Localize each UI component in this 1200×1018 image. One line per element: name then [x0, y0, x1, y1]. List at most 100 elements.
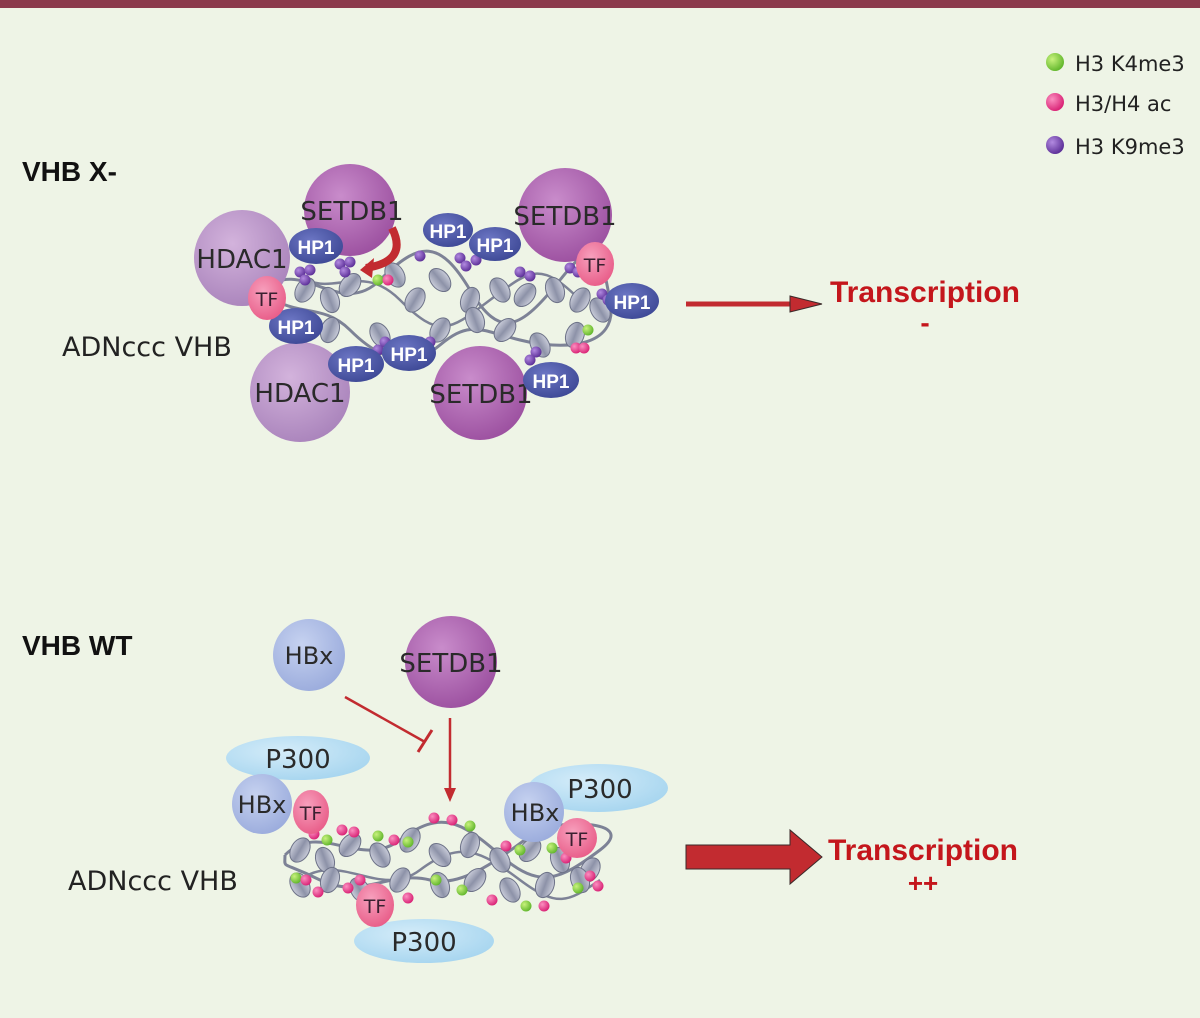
h3k9me3-mark: [524, 354, 536, 366]
inhibition-bar-icon: [416, 729, 434, 753]
h3k9me3-mark: [514, 266, 526, 278]
inhibition-line: [344, 695, 426, 744]
h34ac-mark: [354, 874, 366, 886]
p300-label: P300: [265, 745, 330, 775]
h34ac-mark: [382, 274, 394, 286]
h3k4me3-mark: [290, 872, 302, 884]
hp1-b: HP1: [423, 213, 473, 247]
nucleosome: [489, 277, 511, 303]
hdac1-complex-b: HDAC1: [250, 342, 350, 442]
setdb1-complex-b: SETDB1: [513, 168, 617, 262]
nucleosome: [499, 877, 521, 903]
setdb1-label: SETDB1: [513, 202, 616, 232]
transcription-label: Transcription: [830, 276, 1020, 309]
h3k4me3-mark: [520, 900, 532, 912]
nucleosome: [428, 267, 452, 293]
h3k4me3-mark: [372, 274, 384, 286]
setdb1-label: SETDB1: [399, 649, 502, 679]
legend-item-h34ac: H3/H4 ac: [1046, 92, 1171, 116]
h3k9me3-mark: [339, 266, 351, 278]
dna-label: ADNccc VHB: [62, 332, 232, 363]
p300-a: P300: [226, 736, 370, 780]
nucleosome: [319, 286, 341, 314]
nucleosome: [289, 837, 311, 863]
h34ac-mark: [570, 342, 582, 354]
nucleosome: [493, 317, 517, 343]
hbx-label: HBx: [511, 799, 560, 827]
setdb1-arrow-head-icon: [444, 788, 456, 802]
hp1-label: HP1: [278, 318, 315, 339]
h34ac-mark: [312, 886, 324, 898]
nucleosome: [369, 842, 391, 868]
h34ac-mark: [388, 834, 400, 846]
h3k9me3-mark: [334, 258, 346, 270]
legend: H3 K4me3 H3/H4 ac H3 K9me3: [1046, 52, 1185, 159]
tf-b: TF: [576, 242, 614, 286]
nucleosome: [544, 276, 566, 304]
h3k9me3-mark: [299, 274, 311, 286]
h34ac-mark: [336, 824, 348, 836]
h3k4me3-mark: [464, 820, 476, 832]
nucleosome: [294, 277, 316, 303]
h3k9me3-mark: [414, 250, 426, 262]
h34ac-mark: [300, 874, 312, 886]
tf-a: TF: [248, 276, 286, 320]
hp1-label: HP1: [533, 372, 570, 393]
legend-item-h3k4me3: H3 K4me3: [1046, 52, 1185, 76]
h34ac-mark: [446, 814, 458, 826]
transcription-level: ++: [908, 868, 938, 898]
hp1-label: HP1: [614, 293, 651, 314]
h3k9me3-mark: [460, 260, 472, 272]
legend-label: H3 K9me3: [1075, 135, 1185, 159]
hp1-g: HP1: [523, 362, 579, 398]
panel-title: VHB X-: [22, 156, 117, 187]
hdac1-label: HDAC1: [196, 245, 287, 275]
hbx-label: HBx: [285, 642, 334, 670]
h3k4me3-mark: [582, 324, 594, 336]
panel-hbv-wt: VHB WT ADNccc VHB HBx SETDB1 P300: [22, 616, 1018, 963]
nucleosome: [319, 866, 341, 894]
h34ac-mark: [500, 840, 512, 852]
nucleosome: [459, 831, 481, 859]
top-bar: [0, 0, 1200, 8]
p300-b: P300: [528, 764, 668, 812]
p300-label: P300: [567, 775, 632, 805]
nucleosome: [459, 286, 481, 314]
nucleosome: [464, 306, 486, 334]
nucleosome-group: [294, 262, 611, 358]
h3k9me3-mark: [304, 264, 316, 276]
tf-label: TF: [583, 255, 607, 277]
panel-hbv-x-minus: VHB X- ADNccc VHB HDAC1 HDAC1 SETDB1 SET…: [22, 156, 1020, 442]
h34ac-mark: [538, 900, 550, 912]
nucleosome: [513, 282, 537, 308]
dna-strand: [263, 249, 613, 361]
hbx-a: HBx: [273, 619, 345, 691]
h3k4me3-mark: [321, 834, 333, 846]
legend-item-h3k9me3: H3 K9me3: [1046, 135, 1185, 159]
hp1-label: HP1: [391, 345, 428, 366]
nucleosome: [564, 321, 586, 349]
setdb1-complex: SETDB1: [399, 616, 503, 708]
tf-label: TF: [299, 803, 323, 825]
hp1-label: HP1: [338, 356, 375, 377]
nucleosome: [429, 871, 451, 899]
h3k4me3-mark: [546, 842, 558, 854]
setdb1-complex-c: SETDB1: [429, 346, 533, 440]
h34ac-mark: [428, 812, 440, 824]
nucleosome: [338, 272, 362, 298]
methylation-arrow-head-icon: [360, 258, 374, 278]
h34ac-mark: [486, 894, 498, 906]
h3k9me3-mark: [344, 256, 356, 268]
hp1-label: HP1: [477, 236, 514, 257]
hp1-d: HP1: [269, 308, 323, 344]
h3k9me3-mark: [454, 252, 466, 264]
tf-label: TF: [565, 829, 589, 851]
h3k4me3-dot-icon: [1046, 53, 1064, 71]
hdac1-label: HDAC1: [254, 379, 345, 409]
transcription-label: Transcription: [828, 834, 1018, 867]
nucleosome: [569, 287, 591, 313]
h3k4me3-mark: [456, 884, 468, 896]
p300-c: P300: [354, 919, 494, 963]
setdb1-label: SETDB1: [300, 197, 403, 227]
h34ac-mark: [592, 880, 604, 892]
